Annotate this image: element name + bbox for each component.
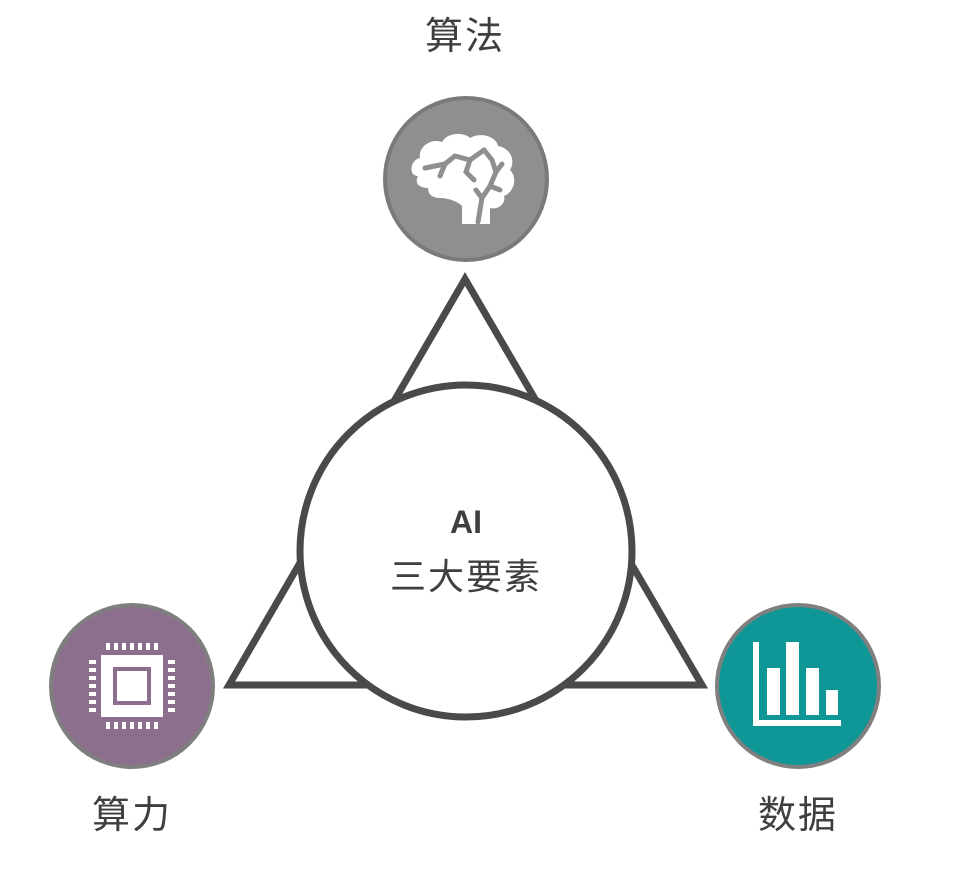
brain-icon	[411, 133, 515, 225]
node-algorithm	[383, 96, 549, 262]
center-circle	[296, 381, 636, 721]
center-subtitle: 三大要素	[389, 557, 543, 598]
cpu-chip-icon	[89, 643, 175, 729]
label-data: 数据	[757, 793, 839, 837]
label-compute: 算力	[91, 793, 173, 837]
center-title: AI	[450, 504, 482, 540]
node-data	[715, 603, 881, 769]
label-algorithm: 算法	[424, 14, 506, 58]
node-compute	[49, 603, 215, 769]
bar-chart-icon	[753, 642, 841, 726]
